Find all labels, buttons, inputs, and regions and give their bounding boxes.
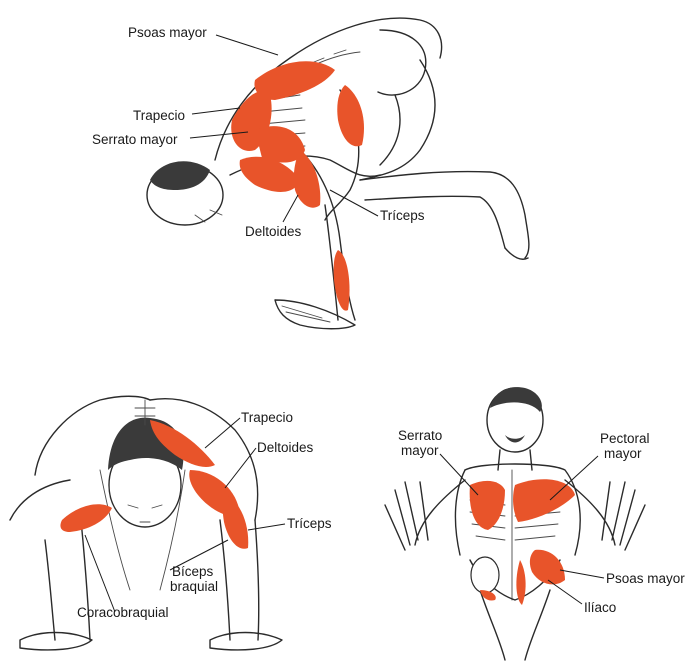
label-biceps-line1: Bíceps	[172, 564, 213, 579]
label-pectoral-line2: mayor	[604, 446, 642, 461]
label-psoas-mayor: Psoas mayor	[128, 25, 207, 40]
label-pectoral-line1: Pectoral	[600, 431, 650, 446]
label-deltoides-front: Deltoides	[257, 440, 313, 455]
label-serrato-line1: Serrato	[398, 428, 442, 443]
label-serrato-line2: mayor	[401, 443, 439, 458]
label-triceps: Tríceps	[380, 208, 425, 223]
label-biceps-line2: braquial	[170, 579, 218, 594]
label-deltoides: Deltoides	[245, 224, 301, 239]
label-trapecio: Trapecio	[133, 108, 185, 123]
label-trapecio-front: Trapecio	[241, 410, 293, 425]
label-psoas-mayor-front: Psoas mayor	[606, 571, 685, 586]
label-triceps-front: Tríceps	[287, 516, 332, 531]
label-coracobraquial: Coracobraquial	[77, 605, 169, 620]
top-figure	[147, 18, 529, 329]
label-serrato-mayor: Serrato mayor	[92, 132, 178, 147]
label-iliaco: Ilíaco	[584, 600, 616, 615]
